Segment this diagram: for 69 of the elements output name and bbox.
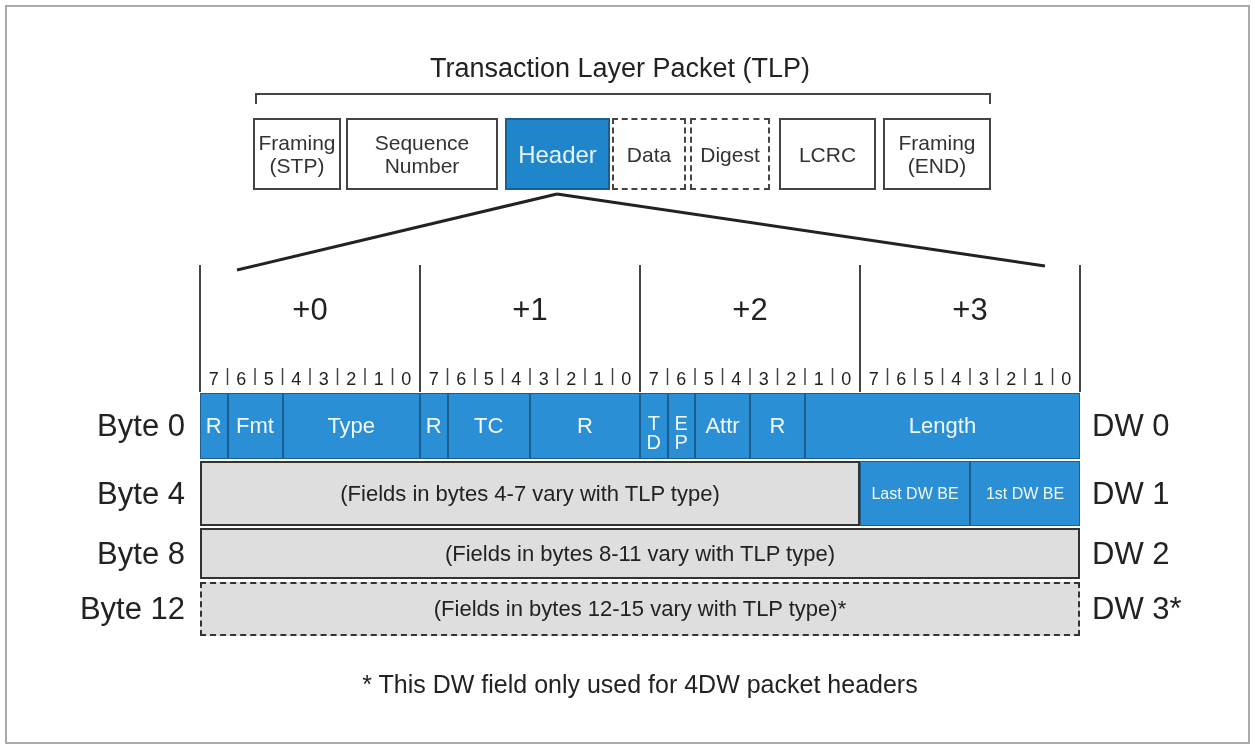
- bit-number: 5: [482, 367, 495, 391]
- header-field-cell: TD: [640, 393, 668, 459]
- bit-number: 3: [317, 367, 330, 391]
- bit-number: 3: [537, 367, 550, 391]
- header-field-cell: R: [750, 393, 805, 459]
- dword-label: DW 1: [1092, 474, 1171, 513]
- bit-number: 7: [867, 367, 880, 391]
- header-field-cell: TC: [447, 393, 530, 459]
- header-field-cell: Attr: [695, 393, 750, 459]
- title: Transaction Layer Packet (TLP): [428, 51, 812, 85]
- optional-field-box: Data: [612, 118, 686, 190]
- bit-number: 2: [1005, 367, 1018, 391]
- bit-number: 0: [840, 367, 853, 391]
- dword-label: DW 3*: [1092, 590, 1183, 628]
- byte-label: Byte 0: [96, 407, 185, 445]
- bit-number: 6: [675, 367, 688, 391]
- bit-number: 1: [372, 367, 385, 391]
- byte-label: Byte 12: [78, 590, 185, 628]
- packet-field-box: Header: [505, 118, 610, 190]
- bit-number: 4: [510, 367, 523, 391]
- bit-number: 7: [207, 367, 220, 391]
- bit-number: 5: [922, 367, 935, 391]
- bit-number: 3: [977, 367, 990, 391]
- bit-number: 4: [730, 367, 743, 391]
- bit-number: 2: [345, 367, 358, 391]
- bit-number: 1: [1032, 367, 1045, 391]
- header-field-cell: Type: [282, 393, 420, 459]
- header-field-cell: Fmt: [227, 393, 283, 459]
- dword-label: DW 0: [1092, 407, 1171, 445]
- bit-number: 5: [262, 367, 275, 391]
- bit-number: 5: [702, 367, 715, 391]
- bit-number: 2: [565, 367, 578, 391]
- bit-number: 6: [895, 367, 908, 391]
- header-field-cell: Last DW BE: [860, 461, 970, 526]
- optional-field-box: Digest: [690, 118, 770, 190]
- header-field-row: (Fields in bytes 8-11 vary with TLP type): [200, 528, 1080, 579]
- byte-label: Byte 4: [96, 474, 185, 513]
- dword-label: DW 2: [1092, 534, 1171, 573]
- packet-field-box: Framing (END): [883, 118, 991, 190]
- bit-number: 6: [455, 367, 468, 391]
- header-field-row: (Fields in bytes 12-15 vary with TLP type)*: [200, 582, 1080, 636]
- header-field-cell: EP: [667, 393, 695, 459]
- header-field-cell: R: [200, 393, 228, 459]
- bit-number: 7: [647, 367, 660, 391]
- header-field-cell: Length: [805, 393, 1080, 459]
- bit-number: 1: [812, 367, 825, 391]
- byte-label: Byte 8: [96, 534, 185, 573]
- bit-number: 4: [290, 367, 303, 391]
- bit-number: 0: [1060, 367, 1073, 391]
- byte-offset-label: +3: [951, 291, 989, 329]
- bit-number: 0: [620, 367, 633, 391]
- header-field-cell: R: [420, 393, 448, 459]
- bit-number: 3: [757, 367, 770, 391]
- bit-number: 4: [950, 367, 963, 391]
- header-field-cell: R: [530, 393, 640, 459]
- packet-field-box: Framing (STP): [253, 118, 341, 190]
- byte-offset-label: +0: [291, 291, 329, 329]
- header-field-row: (Fields in bytes 4-7 vary with TLP type): [200, 461, 860, 526]
- bit-number: 6: [235, 367, 248, 391]
- packet-field-box: Sequence Number: [346, 118, 498, 190]
- bit-number: 2: [785, 367, 798, 391]
- bit-number: 1: [592, 367, 605, 391]
- bit-number: 7: [427, 367, 440, 391]
- byte-offset-label: +2: [731, 291, 769, 329]
- footnote: * This DW field only used for 4DW packet headers: [361, 668, 919, 700]
- byte-offset-label: +1: [511, 291, 549, 329]
- bit-number: 0: [400, 367, 413, 391]
- packet-field-box: LCRC: [779, 118, 876, 190]
- header-field-cell: 1st DW BE: [970, 461, 1080, 526]
